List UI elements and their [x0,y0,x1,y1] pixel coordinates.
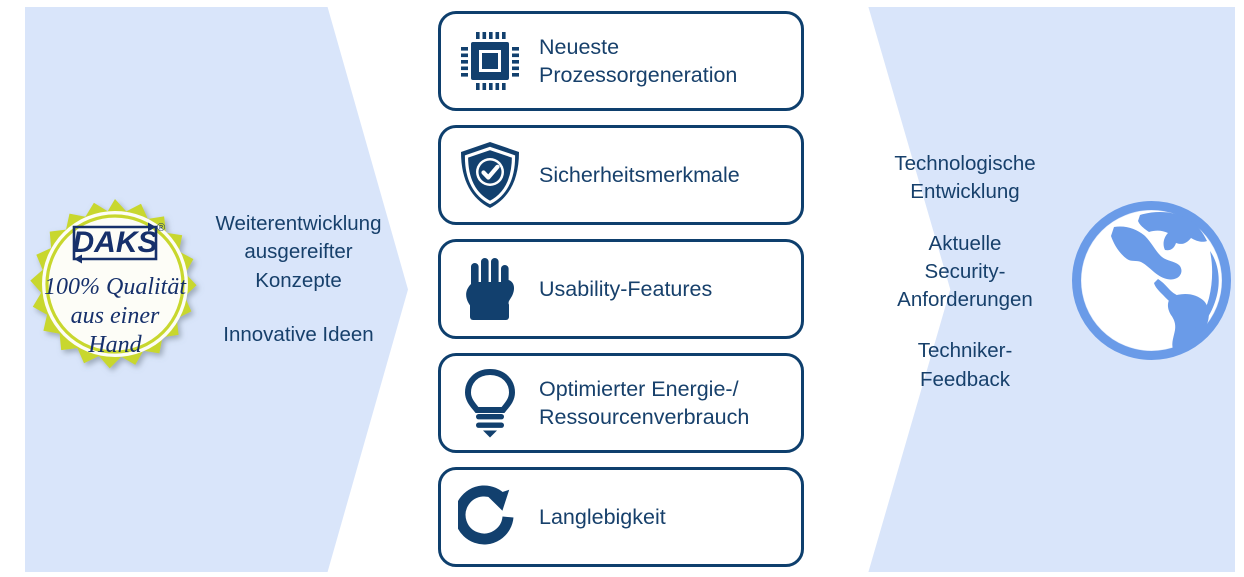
card-4-line-2: Ressourcenverbrauch [539,405,750,429]
feature-card-label: Neueste Prozessorgeneration [539,33,747,90]
feature-card-usability[interactable]: Usability-Features [438,239,804,339]
right-line-2: Entwicklung [910,180,1020,204]
card-1-line-2: Prozessorgeneration [539,63,738,87]
seal-claim-line-1: 100% Qualität [44,274,187,300]
card-5-line-1: Langlebigkeit [539,504,666,529]
card-2-line-1: Sicherheitsmerkmale [539,162,740,187]
feature-card-label: Langlebigkeit [539,503,676,531]
right-line-3: Aktuelle [928,231,1002,255]
left-line-3: Konzepte [255,268,342,292]
processor-chip-icon [441,14,539,108]
seal-registered-mark: ® [157,222,165,234]
left-paragraph-1: Weiterentwicklung ausgereifter Konzepte [196,210,401,295]
seal-brand-text: DAKS [72,226,157,259]
left-line-2: ausgereifter [244,240,353,264]
feature-card-label: Usability-Features [539,275,722,303]
right-line-4: Security- [924,259,1006,283]
shield-check-icon [441,128,539,222]
card-1-line-1: Neueste [539,34,620,59]
feature-card-longevity[interactable]: Langlebigkeit [438,467,804,567]
right-paragraph-1: Technologische Entwicklung [866,150,1064,207]
right-line-5: Anforderungen [897,288,1033,312]
right-line-6: Techniker- [917,339,1013,363]
feature-card-processor[interactable]: Neueste Prozessorgeneration [438,11,804,111]
quality-seal-badge: DAKS ® 100% Qualität aus einer Hand [22,197,208,387]
feature-card-security[interactable]: Sicherheitsmerkmale [438,125,804,225]
card-3-line-1: Usability-Features [539,276,713,301]
feature-card-label: Sicherheitsmerkmale [539,161,750,189]
left-paragraph-2: Innovative Ideen [196,321,401,349]
seal-claim-line-3: Hand [87,332,142,358]
left-line-1: Weiterentwicklung [215,212,382,235]
card-4-line-1: Optimierter Energie-/ [539,376,739,401]
feature-card-label: Optimierter Energie-/ Ressourcenverbrauc… [539,375,759,432]
left-text-spacer [196,295,401,321]
right-paragraph-3: Techniker- Feedback [866,337,1064,394]
right-text-spacer-2 [866,314,1064,337]
seal-claim-line-2: aus einer [71,303,160,329]
lightbulb-icon [441,356,539,450]
right-paragraph-2: Aktuelle Security- Anforderungen [866,230,1064,315]
right-text-spacer-1 [866,207,1064,230]
left-line-4: Innovative Ideen [223,322,374,346]
left-panel-text: Weiterentwicklung ausgereifter Konzepte … [196,210,401,349]
globe-icon [1070,199,1233,362]
hand-icon [441,242,539,336]
feature-card-list: Neueste Prozessorgeneration Sicherheitsm… [438,11,806,571]
refresh-cycle-icon [441,470,539,564]
feature-card-energy[interactable]: Optimierter Energie-/ Ressourcenverbrauc… [438,353,804,453]
right-panel-text: Technologische Entwicklung Aktuelle Secu… [866,150,1064,394]
right-line-1: Technologische [894,152,1036,175]
right-line-7: Feedback [919,367,1011,391]
